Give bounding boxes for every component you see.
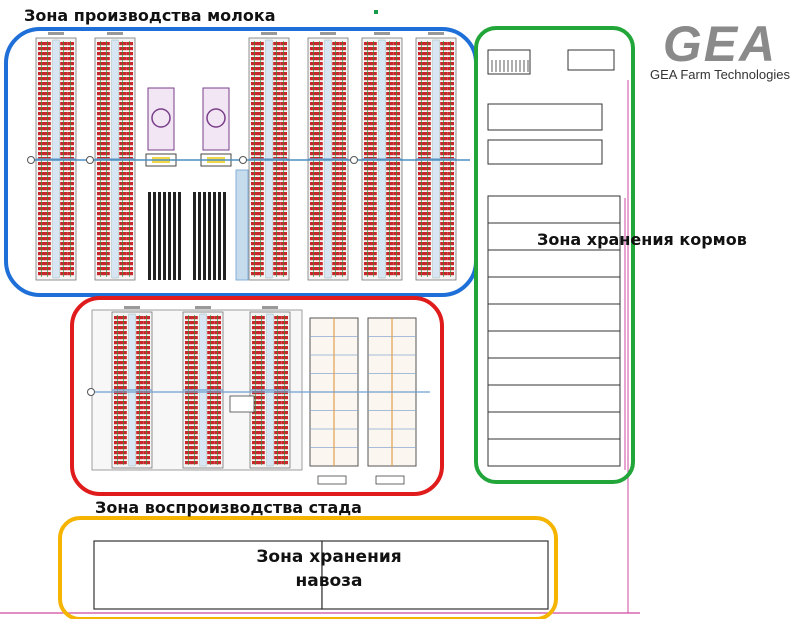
barn-tag [195,306,211,309]
rotary-parlour [145,87,177,167]
gea-logo: GEA [663,16,777,72]
milking-barn [248,32,290,281]
silage-trench [487,411,621,440]
calf-row [223,192,226,280]
calf-block [148,192,181,280]
calf-row [193,192,196,280]
silage-trench [487,195,621,224]
feed-mixer [567,49,615,71]
milking-barn [35,32,77,281]
silage-trench [487,222,621,251]
feed-shed [487,103,603,131]
milking-barn [307,32,349,281]
herd-barn [111,306,153,469]
herd-silo-marker [87,388,95,396]
calf-row [173,192,176,280]
calf-row [163,192,166,280]
calf-row [178,192,181,280]
manure-zone-label: Зона хранения навоза [256,547,402,591]
barn-tag [261,32,277,35]
dry-cow-barn [367,317,417,485]
dry-cow-barn [309,317,359,485]
milking-barn [415,32,457,281]
rotary-platform [151,108,171,128]
feed-shed [487,139,603,165]
survey-marker [374,10,378,14]
barn-tag [124,306,140,309]
silo-marker [86,156,94,164]
rotary-parlour [200,87,232,167]
herd-zone-outline [70,296,444,496]
manure-lagoon [321,540,549,610]
calf-row [158,192,161,280]
herd-zone-label: Зона воспроизводства стада [95,498,362,517]
calf-row [168,192,171,280]
gea-logo-mark: GEA [663,16,777,72]
manure-zone-outline [58,516,558,619]
calf-row [218,192,221,280]
service-corridor [235,169,249,281]
barn-tag [428,32,444,35]
milking-barn [94,32,136,281]
silage-trench [487,249,621,278]
barn-tag [107,32,123,35]
silo-marker [350,156,358,164]
milking-barn [361,32,403,281]
manure-lagoon [93,540,323,610]
water-trough [317,475,347,485]
treatment-box [229,395,255,413]
barn-tag [262,306,278,309]
calf-row [208,192,211,280]
silage-trench [487,438,621,467]
barn-tag [374,32,390,35]
silage-trench [487,357,621,386]
water-trough [375,475,405,485]
calf-row [203,192,206,280]
calf-row [198,192,201,280]
calf-row [213,192,216,280]
feed-silo-block [487,49,531,75]
herd-barn [182,306,224,469]
gea-logo-subtitle: GEA Farm Technologies [650,67,790,82]
calf-row [153,192,156,280]
rotary-platform [206,108,226,128]
silage-trench [487,330,621,359]
silage-trench [487,384,621,413]
barn-tag [320,32,336,35]
silage-trench [487,276,621,305]
silage-trench [487,303,621,332]
calf-row [148,192,151,280]
silo-marker [239,156,247,164]
herd-barn [249,306,291,469]
milk-zone-label: Зона производства молока [24,6,276,25]
silo-marker [27,156,35,164]
feed-zone-outline [474,26,635,484]
calf-block [193,192,226,280]
barn-tag [48,32,64,35]
feed-zone-label: Зона хранения кормов [537,230,747,249]
